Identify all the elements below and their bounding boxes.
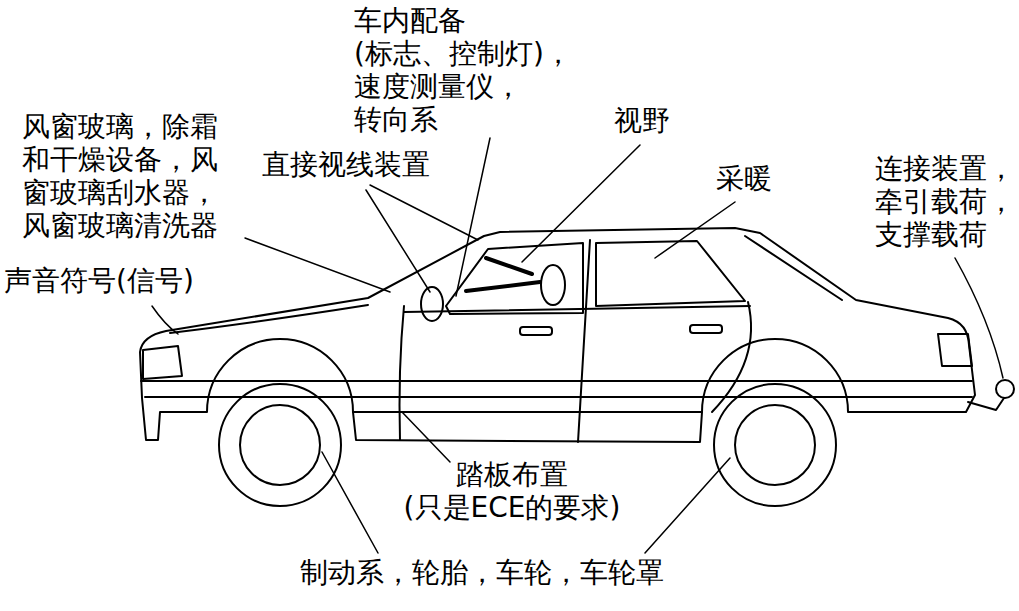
hood-line [170, 305, 368, 333]
label-line: 采暖 [716, 162, 772, 195]
part-label: 直接视线装置 [262, 148, 430, 181]
leader-line [955, 258, 1003, 378]
label-line: 和干燥设备，风 [22, 143, 218, 176]
label-line: 声音符号(信号) [4, 264, 194, 297]
door-line [400, 306, 405, 440]
door-line [578, 240, 590, 442]
leader-line [645, 458, 730, 553]
leader-line [402, 412, 450, 462]
label-line: 车内配备 [354, 4, 572, 37]
rear-glass [745, 236, 842, 300]
part-label: 视野 [614, 104, 670, 137]
part-label: 风窗玻璃，除霜 和干燥设备，风 窗玻璃刮水器， 风窗玻璃清洗器 [22, 110, 218, 242]
label-line: 风窗玻璃清洗器 [22, 209, 218, 242]
label-line: 牵引载荷， [875, 185, 1015, 218]
label-line: 风窗玻璃，除霜 [22, 110, 218, 143]
view-line [466, 282, 540, 291]
rim [240, 405, 320, 485]
leader-line [655, 202, 735, 258]
tow-bar [968, 398, 1004, 410]
leader-line [366, 190, 430, 292]
view-line [486, 258, 532, 274]
leader-line [245, 238, 390, 292]
label-line: (只是ECE的要求) [404, 491, 621, 524]
leader-line [456, 138, 490, 296]
side-mirror [421, 287, 443, 321]
part-label: 声音符号(信号) [4, 264, 194, 297]
label-line: 直接视线装置 [262, 148, 430, 181]
part-label: 车内配备 (标志、控制灯)， 速度测量仪， 转向系 [354, 4, 572, 136]
label-line: 连接装置， [875, 152, 1015, 185]
label-line: 速度测量仪， [354, 70, 572, 103]
body-stripe [141, 380, 972, 382]
leader-line [152, 306, 178, 334]
leader-line [370, 185, 478, 240]
label-line: 支撑载荷 [875, 218, 1015, 251]
headlight [143, 346, 182, 379]
part-label: 踏板布置 (只是ECE的要求) [404, 458, 621, 524]
leader-line [322, 452, 378, 553]
front-window [446, 243, 583, 314]
rear-window [596, 241, 745, 306]
window-sill [404, 306, 750, 312]
door-handle [520, 327, 552, 335]
door-line [712, 302, 751, 412]
label-line: 窗玻璃刮水器， [22, 176, 218, 209]
label-line: (标志、控制灯)， [354, 37, 572, 70]
part-label: 采暖 [716, 162, 772, 195]
leader-line [522, 145, 640, 262]
label-line: 视野 [614, 104, 670, 137]
label-line: 踏板布置 [404, 458, 621, 491]
tow-ball [996, 380, 1014, 398]
tyre [714, 384, 836, 506]
taillight [938, 334, 972, 366]
body-stripe [145, 396, 972, 398]
part-label: 制动系，轮胎，车轮，车轮罩 [300, 556, 664, 589]
label-line: 制动系，轮胎，车轮，车轮罩 [300, 556, 664, 589]
rim [735, 405, 815, 485]
headrest [541, 265, 565, 305]
tyre [219, 384, 341, 506]
door-handle [690, 325, 722, 333]
label-line: 转向系 [354, 103, 572, 136]
part-label: 连接装置， 牵引载荷， 支撑载荷 [875, 152, 1015, 251]
